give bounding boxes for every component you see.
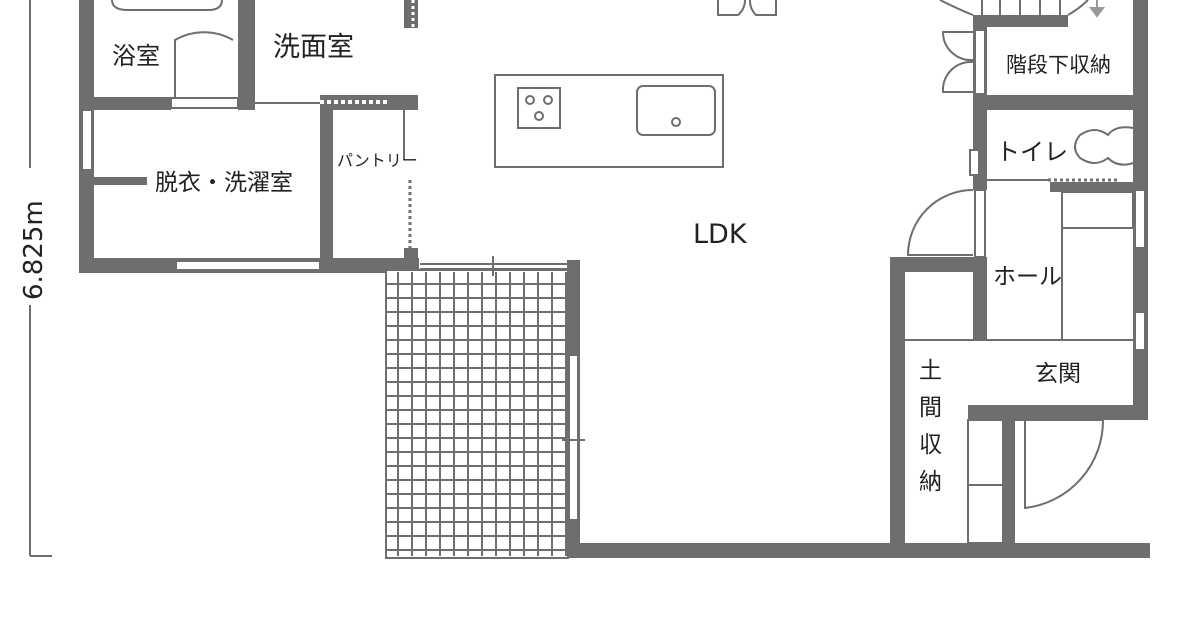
bath-door[interactable] — [174, 31, 234, 97]
room-label-toilet: トイレ — [996, 138, 1068, 166]
stair-arrow-icon — [1089, 0, 1105, 18]
stove-icon — [517, 87, 561, 129]
room-label-pantry: パントリー — [337, 151, 418, 170]
room-label-earthen-storage: 土 間 収 納 — [919, 358, 942, 495]
earthen-storage-char: 間 — [919, 395, 942, 421]
room-label-ldk: LDK — [693, 219, 748, 250]
right-block-walls — [890, 0, 1148, 558]
earthen-storage-char: 土 — [919, 358, 942, 384]
toilet-icon — [1074, 126, 1134, 166]
room-label-under-stair-storage: 階段下収納 — [1006, 53, 1111, 77]
left-block-walls — [79, 0, 419, 273]
entrance-door[interactable] — [1015, 419, 1105, 510]
earthen-storage-char: 納 — [919, 469, 942, 495]
room-label-bath: 浴室 — [112, 42, 160, 70]
earthen-storage-char: 収 — [919, 432, 942, 458]
room-label-washroom: 洗面室 — [273, 32, 354, 63]
bathtub — [111, 0, 223, 11]
closet-doors — [941, 31, 974, 93]
ldk-door[interactable] — [717, 0, 777, 16]
south-wall — [567, 543, 1150, 558]
terrace-deck — [385, 256, 585, 559]
dimension-label: 6.825m — [19, 200, 49, 300]
room-label-laundry: 脱衣・洗濯室 — [155, 170, 293, 196]
hall-door[interactable] — [906, 189, 974, 256]
room-label-hall: ホール — [993, 264, 1062, 290]
dimension-line: 6.825m — [19, 0, 52, 557]
kitchen-island — [494, 74, 724, 168]
sink-icon — [636, 85, 716, 136]
room-label-entrance: 玄関 — [1035, 361, 1081, 387]
